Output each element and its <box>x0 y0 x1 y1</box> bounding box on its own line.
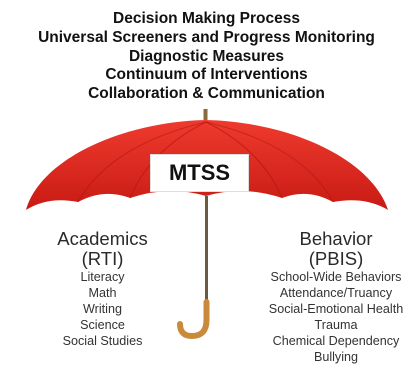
title-continuum-interventions: Continuum of Interventions <box>105 66 308 84</box>
behavior-item: School-Wide Behaviors <box>270 270 402 284</box>
mtss-label-box: MTSS <box>150 154 249 192</box>
header-titles: Decision Making Process Universal Screen… <box>0 10 413 104</box>
behavior-item: Attendance/Truancy <box>279 285 393 300</box>
title-universal-screeners: Universal Screeners and Progress Monitor… <box>38 28 375 46</box>
umbrella-rib <box>205 121 334 203</box>
mtss-label: MTSS <box>168 160 231 185</box>
title-collaboration: Collaboration & Communication <box>88 85 325 103</box>
behavior-column: Behavior (PBIS) School-Wide Behaviors At… <box>252 229 413 365</box>
academics-item: Literacy <box>80 270 125 284</box>
academics-item: Writing <box>83 301 122 316</box>
academics-item: Math <box>88 285 117 300</box>
academics-column: Academics (RTI) Literacy Math Writing Sc… <box>30 229 175 350</box>
umbrella-rib <box>205 121 283 199</box>
umbrella-handle-icon <box>177 299 210 340</box>
umbrella-rib <box>77 121 207 203</box>
academics-item: Social Studies <box>62 333 143 348</box>
academics-title: Academics <box>57 228 148 249</box>
behavior-title: Behavior <box>299 228 373 249</box>
behavior-item: Chemical Dependency <box>272 333 400 348</box>
behavior-item: Social-Emotional Health <box>268 301 404 316</box>
academics-item: Science <box>80 317 125 332</box>
behavior-item: Bullying <box>313 349 359 364</box>
umbrella-tip <box>203 109 208 120</box>
behavior-subtitle: (PBIS) <box>308 248 364 269</box>
title-diagnostic-measures: Diagnostic Measures <box>128 47 285 65</box>
behavior-item: Trauma <box>314 317 358 332</box>
academics-subtitle: (RTI) <box>81 248 124 269</box>
umbrella-shaft <box>205 196 208 306</box>
title-decision-making: Decision Making Process <box>113 10 300 27</box>
